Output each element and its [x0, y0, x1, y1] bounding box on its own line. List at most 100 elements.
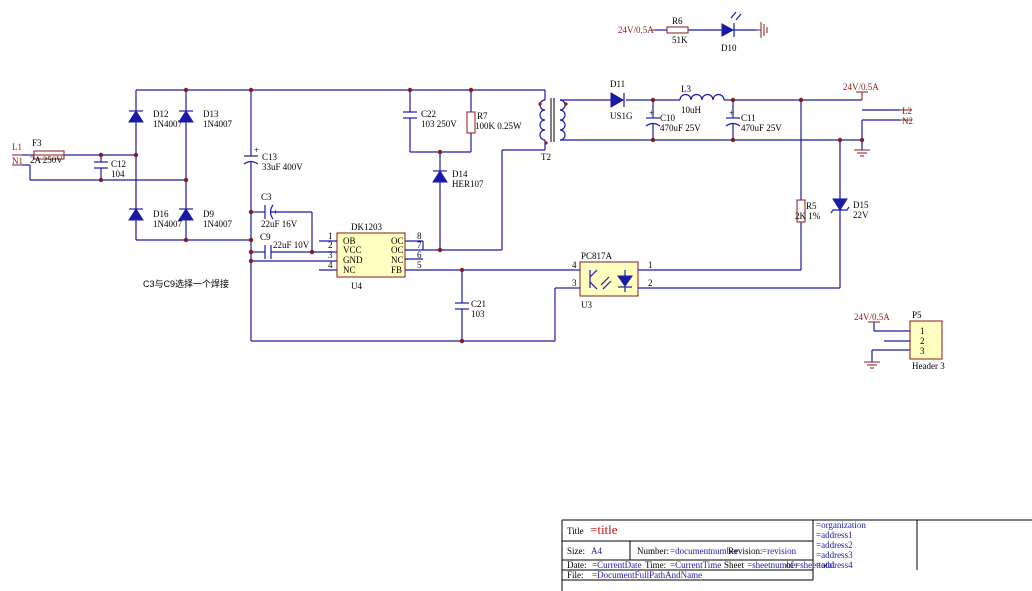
- sheet-value: =sheetnumber: [747, 560, 798, 570]
- svg-text:1: 1: [328, 231, 333, 241]
- selection-note: C3与C9选择一个焊接: [143, 278, 229, 289]
- net-label-p5: 24V/0.5A: [854, 312, 890, 322]
- c21-value: 103: [471, 309, 485, 319]
- c11-ref: C11: [741, 113, 756, 123]
- r7-resistor: R7 100K 0.25W: [466, 111, 522, 134]
- d13-diode: D13 1N4007: [178, 109, 232, 129]
- d16-value: 1N4007: [153, 219, 182, 229]
- f3-value: 2A 250V: [30, 155, 63, 165]
- c9-capacitor: C9 22uF 10V: [260, 232, 310, 259]
- r5-value: 2K 1%: [795, 211, 821, 221]
- ground-icon: [854, 149, 870, 157]
- svg-text:3: 3: [920, 346, 925, 356]
- u4-name: DK1203: [351, 222, 382, 232]
- output-terminals: 24V/0.5A L2 N2: [843, 82, 913, 126]
- time-value: =CurrentTime: [670, 560, 721, 570]
- net-label-output: 24V/0.5A: [843, 82, 879, 92]
- svg-text:3: 3: [572, 278, 577, 288]
- address-1: =address1: [816, 530, 853, 540]
- d16-ref: D16: [153, 209, 169, 219]
- r6-resistor: 24V/0.5A R6 51K: [618, 16, 689, 45]
- u3-optocoupler: PC817A U3 4 3 1 2: [570, 251, 653, 310]
- d10-ref: D10: [721, 43, 737, 53]
- t2-ref: T2: [541, 152, 551, 162]
- address-4: =address4: [816, 560, 853, 570]
- d11-diode: D11 US1G: [610, 79, 633, 121]
- svg-text:1: 1: [648, 260, 653, 270]
- title-block: Title =title Size: A4 Number: =documentn…: [561, 519, 1032, 591]
- net-label-l1: L1: [12, 142, 22, 152]
- svg-text:1: 1: [920, 326, 925, 336]
- d9-diode: D9 1N4007: [178, 208, 232, 229]
- d14-ref: D14: [452, 169, 468, 179]
- c11-value: 470uF 25V: [741, 123, 782, 133]
- c22-capacitor: C22 103 250V: [403, 109, 457, 129]
- d11-value: US1G: [610, 111, 633, 121]
- r6-ref: R6: [672, 16, 683, 26]
- c21-ref: C21: [471, 299, 486, 309]
- svg-text:OB: OB: [343, 236, 356, 246]
- date-label: Date:: [567, 560, 587, 570]
- c12-ref: C12: [111, 159, 126, 169]
- c3-ref: C3: [261, 192, 272, 202]
- svg-text:2: 2: [648, 278, 653, 288]
- svg-text:2: 2: [920, 336, 925, 346]
- r5-resistor: R5 2K 1%: [795, 199, 821, 223]
- f3-fuse: F3 2A 250V: [30, 138, 65, 165]
- net-label-n2: N2: [902, 116, 913, 126]
- t2-transformer: T2: [538, 90, 568, 162]
- u3-ref: U3: [581, 300, 592, 310]
- time-label: Time:: [645, 560, 666, 570]
- svg-text:NC: NC: [343, 265, 356, 275]
- svg-text:6: 6: [417, 250, 422, 260]
- net-label-r6: 24V/0.5A: [618, 25, 654, 35]
- d14-diode: D14 HER107: [432, 169, 484, 189]
- svg-text:8: 8: [417, 231, 422, 241]
- file-label: File:: [567, 570, 584, 580]
- d12-diode: D12 1N4007: [128, 109, 182, 129]
- net-label-l2: L2: [902, 106, 912, 116]
- c12-value: 104: [111, 169, 125, 179]
- size-value: A4: [591, 546, 602, 556]
- ground-icon: [757, 22, 768, 38]
- l3-inductor: L3 10uH: [679, 84, 725, 115]
- ground-icon: [864, 361, 880, 369]
- p5-value: Header 3: [912, 361, 945, 371]
- ac-input: L1 N1: [12, 142, 23, 166]
- l3-value: 10uH: [681, 105, 702, 115]
- svg-text:5: 5: [417, 260, 422, 270]
- d9-ref: D9: [203, 209, 214, 219]
- svg-text:4: 4: [572, 260, 577, 270]
- svg-text:7: 7: [417, 240, 422, 250]
- u3-name: PC817A: [581, 251, 613, 261]
- c21-capacitor: C21 103: [455, 299, 486, 319]
- c3-value: 22uF 16V: [261, 219, 298, 229]
- c10-value: 470uF 25V: [660, 123, 701, 133]
- d12-value: 1N4007: [153, 119, 182, 129]
- u4-ref: U4: [351, 281, 362, 291]
- title-value: =title: [590, 522, 618, 537]
- svg-text:OC: OC: [391, 236, 404, 246]
- c13-capacitor: + C13 33uF 400V: [243, 145, 303, 172]
- net-label-n1: N1: [12, 156, 23, 166]
- d13-ref: D13: [203, 109, 219, 119]
- r7-value: 100K 0.25W: [475, 121, 522, 131]
- revision-value: =revision: [762, 546, 797, 556]
- title-label: Title: [567, 526, 584, 536]
- svg-text:+: +: [729, 108, 734, 118]
- c10-capacitor: + C10 470uF 25V: [645, 108, 701, 133]
- address-2: =address2: [816, 540, 853, 550]
- junction-dots: [98, 87, 865, 344]
- d13-value: 1N4007: [203, 119, 232, 129]
- d12-ref: D12: [153, 109, 169, 119]
- svg-text:GND: GND: [343, 255, 363, 265]
- organization: =organization: [816, 520, 866, 530]
- d14-value: HER107: [452, 179, 484, 189]
- r5-ref: R5: [806, 201, 817, 211]
- c13-ref: C13: [262, 152, 278, 162]
- d15-ref: D15: [853, 200, 869, 210]
- svg-text:FB: FB: [391, 265, 402, 275]
- d9-value: 1N4007: [203, 219, 232, 229]
- of-label: of: [786, 560, 794, 570]
- c22-ref: C22: [421, 109, 436, 119]
